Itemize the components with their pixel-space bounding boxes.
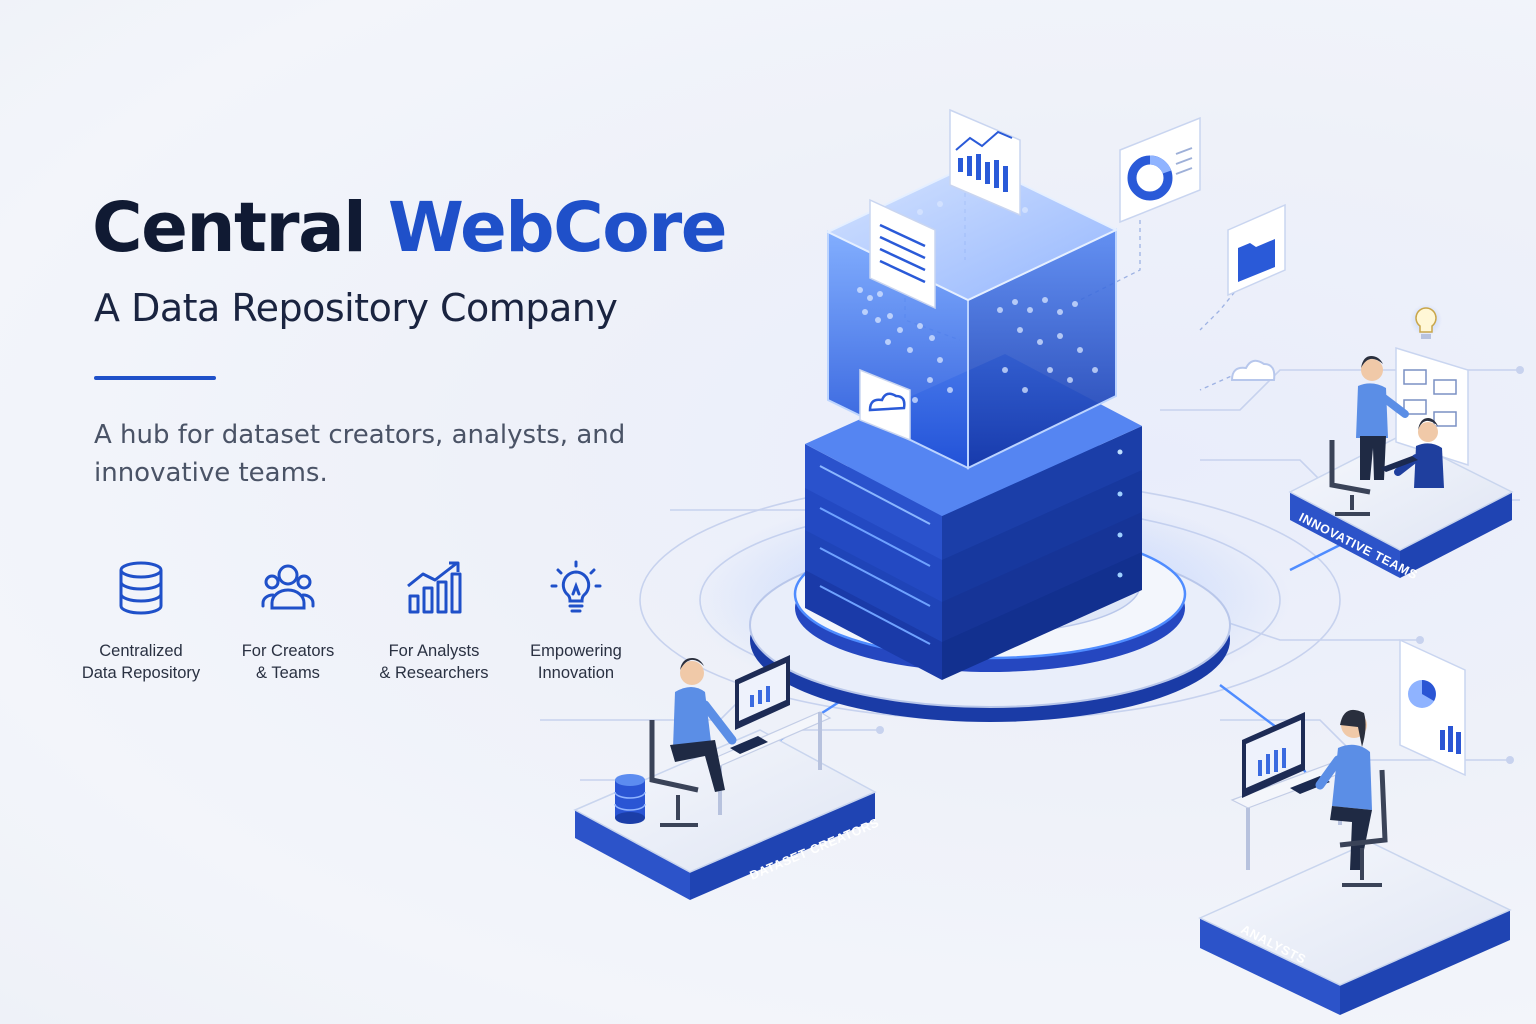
feature-label: Centralized Data Repository — [81, 642, 201, 682]
hero-text-block: Central WebCore A Data Repository Compan… — [0, 0, 760, 1024]
feature-label: For Analysts & Researchers — [379, 642, 489, 682]
illustration: DATASET CREATORS ANALYSTS — [520, 80, 1536, 1024]
page-subtitle: A Data Repository Company — [94, 286, 618, 330]
idea-lightbulb — [1410, 304, 1442, 339]
title-accent: WebCore — [387, 188, 728, 268]
platform-innovative-teams: INNOVATIVE TEAMS — [1288, 304, 1514, 582]
floating-document-card — [869, 198, 936, 310]
database-icon — [119, 561, 163, 615]
feature-analysts-researchers: For Analysts & Researchers — [359, 560, 509, 684]
floating-pie-card — [1119, 116, 1201, 224]
lightbulb-icon — [550, 560, 602, 613]
page-title: Central WebCore — [92, 188, 728, 268]
database-cylinder — [614, 774, 646, 824]
feature-label: For Creators & Teams — [241, 642, 335, 682]
chart-icon — [407, 561, 462, 614]
floating-folder-card — [1227, 203, 1286, 297]
feature-centralized-repository: Centralized Data Repository — [66, 560, 216, 684]
tagline: A hub for dataset creators, analysts, an… — [94, 420, 626, 488]
feature-creators-teams: For Creators & Teams — [213, 560, 363, 684]
users-icon — [261, 564, 315, 610]
circuit-dots — [816, 366, 1524, 764]
feature-empowering-innovation: Empowering Innovation — [501, 560, 651, 684]
platform-analysts: ANALYSTS — [1198, 638, 1512, 1015]
feature-label: Empowering Innovation — [530, 642, 622, 682]
floating-cloud-card — [859, 368, 911, 442]
floating-chart-card — [949, 108, 1021, 217]
accent-divider — [94, 376, 216, 380]
platform-dataset-creators: DATASET CREATORS — [573, 655, 881, 900]
title-main: Central — [92, 188, 388, 268]
small-cloud-icon — [1230, 359, 1276, 381]
